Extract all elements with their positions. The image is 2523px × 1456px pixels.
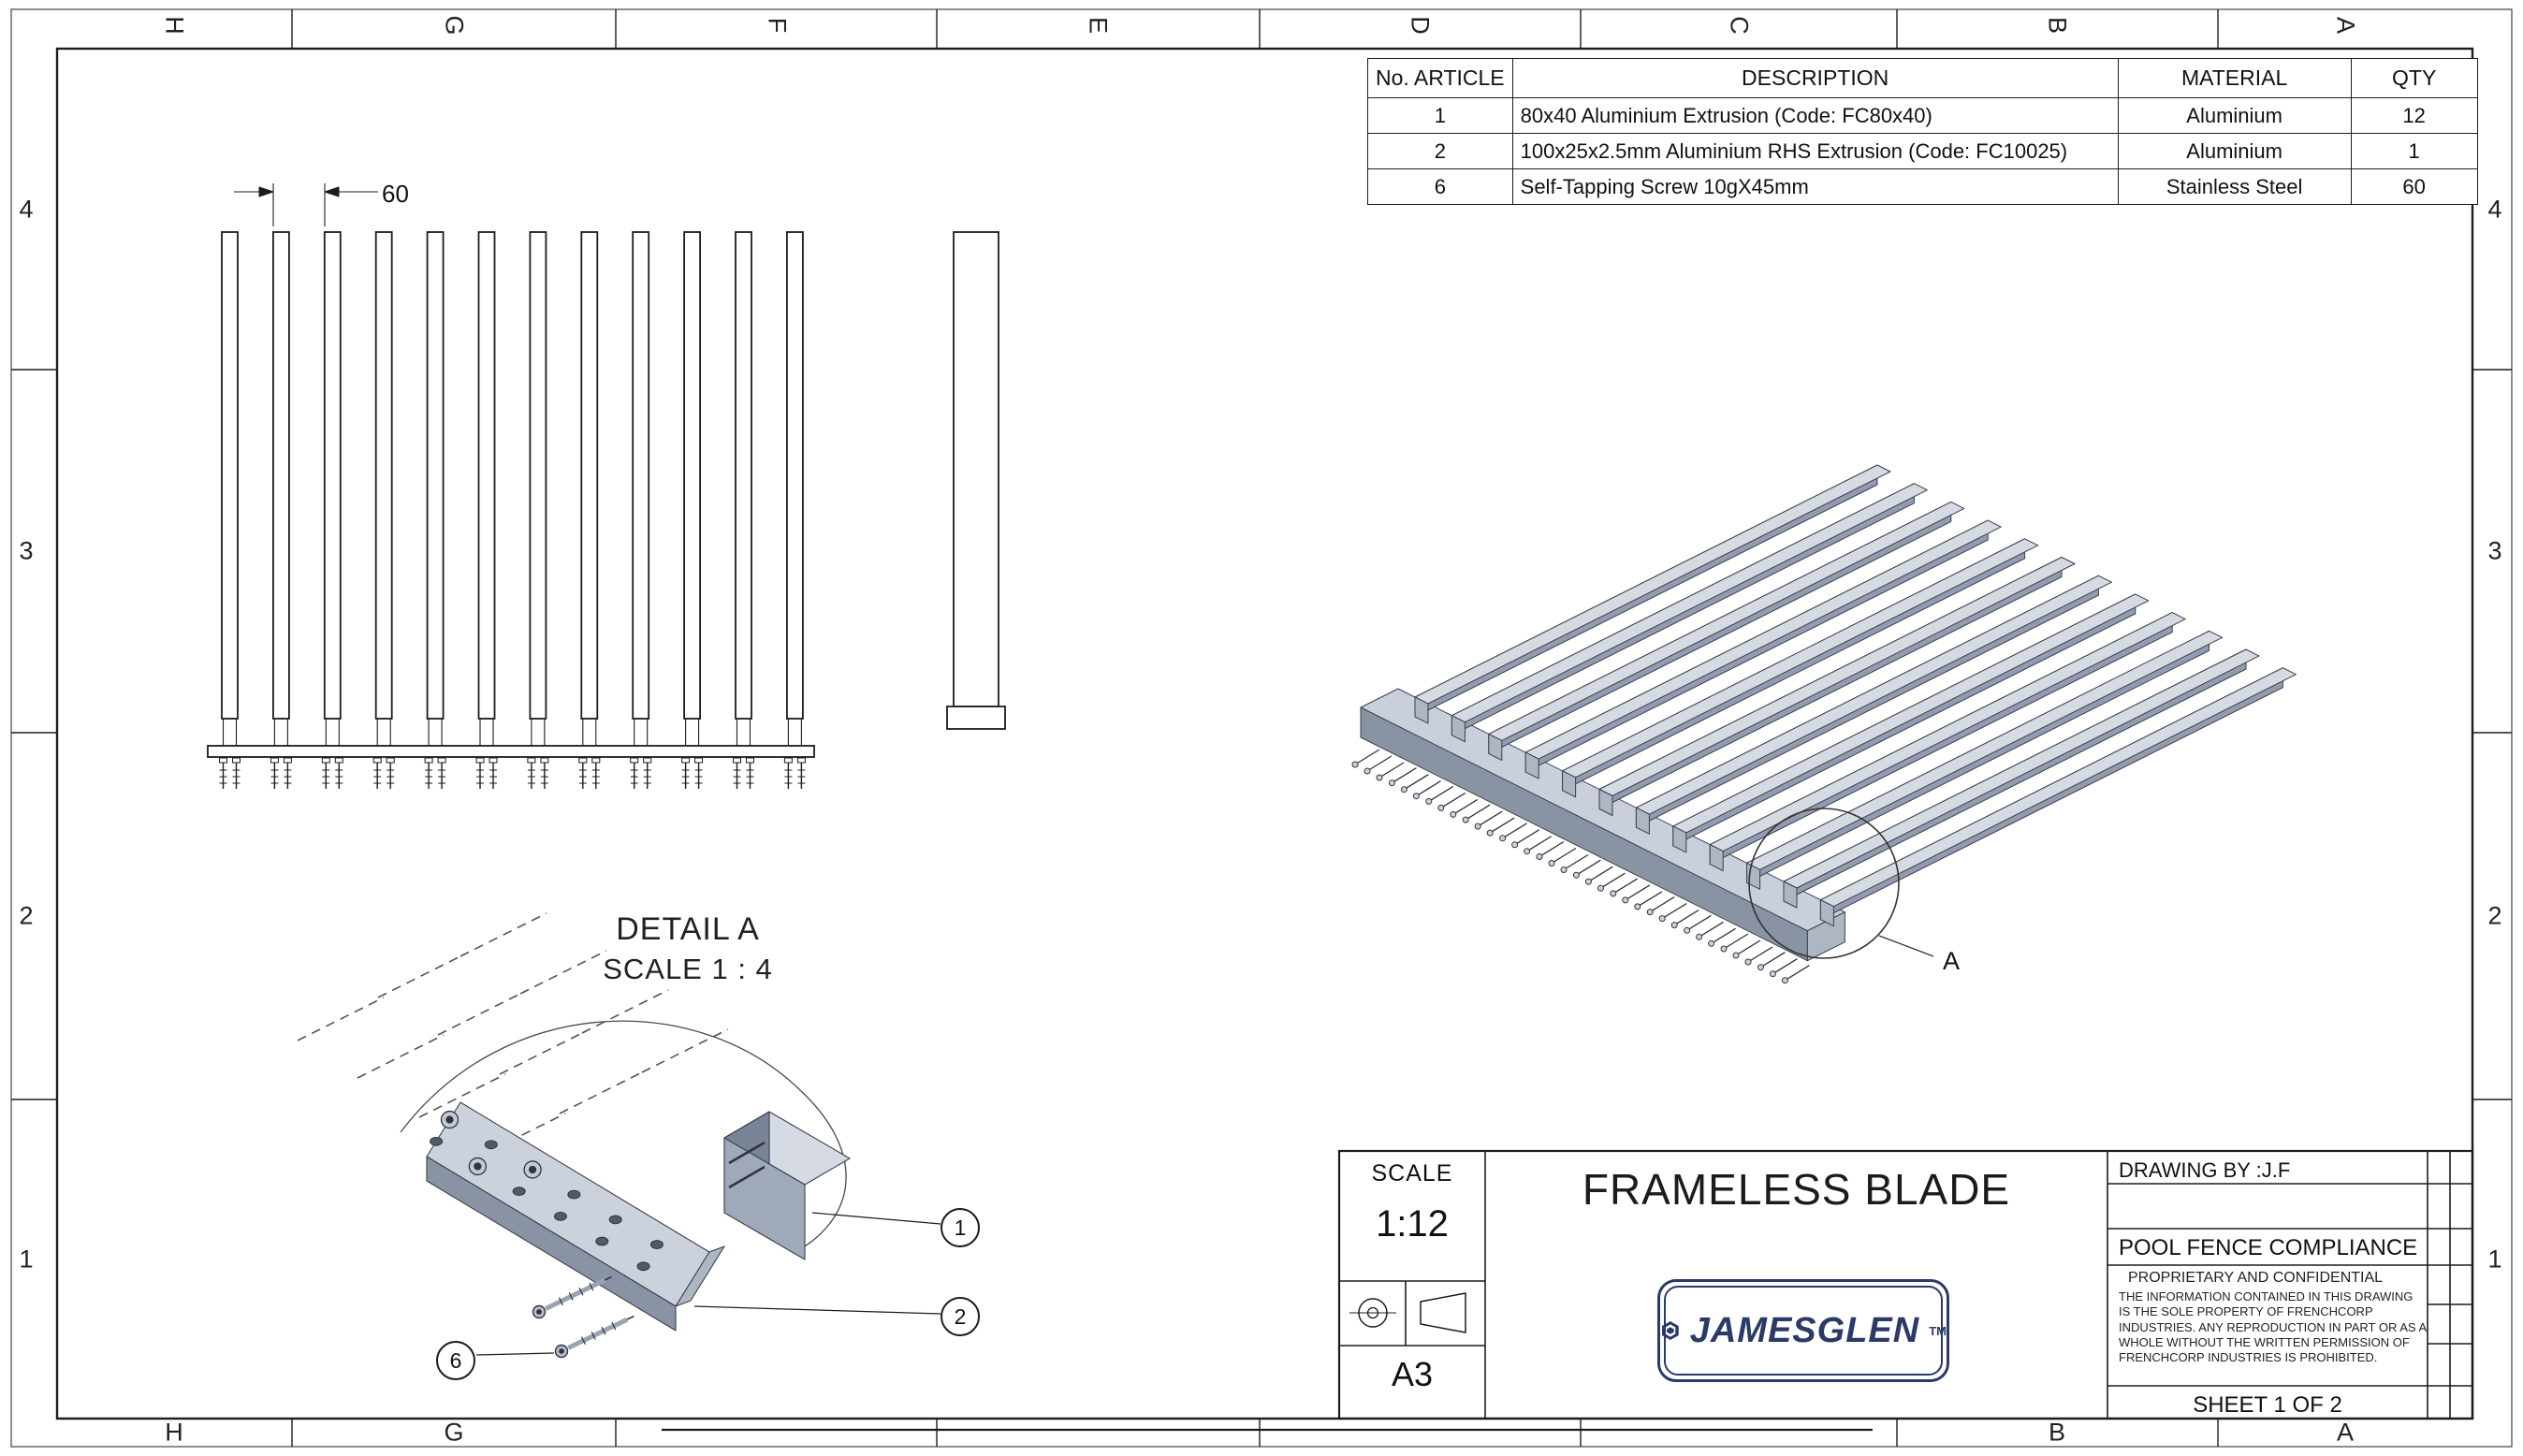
zone-label: 1 (2487, 1245, 2502, 1274)
zone-label: H (165, 1418, 183, 1447)
bom-header: No. ARTICLE (1367, 58, 1513, 98)
bom-cell: 1 (1367, 97, 1513, 134)
bom-header: QTY (2350, 58, 2478, 98)
sheet-number: SHEET 1 OF 2 (2193, 1392, 2342, 1418)
bom-cell: 60 (2350, 168, 2478, 205)
balloon-1-label: 1 (954, 1215, 967, 1240)
scale-label: SCALE (1371, 1160, 1453, 1187)
zone-label: D (1406, 16, 1435, 35)
balloon-item-2: 2 (941, 1297, 980, 1336)
bom-cell: Aluminium (2117, 133, 2352, 169)
scale-value: 1:12 (1376, 1203, 1449, 1245)
bom-cell: 6 (1367, 168, 1513, 205)
zone-label: B (2048, 1418, 2066, 1447)
detail-title: DETAIL A (616, 911, 760, 947)
zone-label: 2 (2487, 901, 2502, 930)
hex-nut-icon (1662, 1320, 1679, 1341)
zone-label: 4 (19, 195, 34, 224)
compliance-note: POOL FENCE COMPLIANCE (2119, 1235, 2418, 1260)
zone-label: B (2043, 16, 2072, 35)
logo-text: JAMESGLEN (1689, 1310, 1920, 1350)
balloon-2-label: 2 (954, 1303, 967, 1329)
zone-label: F (763, 17, 792, 34)
detail-a-label: A (1943, 947, 1961, 975)
zone-label: 2 (19, 901, 34, 930)
zone-label: A (2331, 16, 2360, 35)
bom-header: DESCRIPTION (1511, 58, 2119, 98)
zone-label: G (440, 15, 469, 36)
bom-cell: 80x40 Aluminium Extrusion (Code: FC80x40… (1511, 97, 2119, 134)
paper-size: A3 (1391, 1355, 1434, 1393)
detail-scale: SCALE 1 : 4 (603, 953, 773, 985)
proprietary-title: PROPRIETARY AND CONFIDENTIAL (2128, 1270, 2384, 1286)
bom-cell: Aluminium (2117, 97, 2352, 134)
bom-cell: 1 (2350, 133, 2478, 169)
bom-header: MATERIAL (2117, 58, 2352, 98)
dimension-60-label: 60 (382, 180, 409, 208)
zone-label: 3 (19, 536, 34, 565)
drawing-by: DRAWING BY :J.F (2119, 1158, 2291, 1182)
balloon-item-1: 1 (941, 1208, 980, 1247)
zone-label: 3 (2487, 536, 2502, 565)
bom-cell: Self-Tapping Screw 10gX45mm (1511, 168, 2119, 205)
balloon-item-6: 6 (436, 1341, 475, 1380)
zone-label: E (1084, 16, 1113, 35)
bom-cell: Stainless Steel (2117, 168, 2352, 205)
bom-cell: 12 (2350, 97, 2478, 134)
bom-cell: 2 (1367, 133, 1513, 169)
drawing-title: FRAMELESS BLADE (1582, 1165, 2011, 1214)
balloon-6-label: 6 (449, 1347, 462, 1373)
proprietary-text: THE INFORMATION CONTAINED IN THIS DRAWIN… (2119, 1289, 2427, 1364)
jamesglen-logo: JAMESGLEN TM (1657, 1279, 1949, 1382)
zone-label: H (160, 16, 189, 35)
zone-label: A (2336, 1418, 2355, 1447)
zone-label: G (444, 1418, 464, 1447)
zone-label: 1 (19, 1245, 34, 1274)
zone-label: 4 (2487, 195, 2502, 224)
zone-label: C (1725, 16, 1754, 35)
logo-tm: TM (1929, 1323, 1947, 1338)
bom-cell: 100x25x2.5mm Aluminium RHS Extrusion (Co… (1511, 133, 2119, 169)
